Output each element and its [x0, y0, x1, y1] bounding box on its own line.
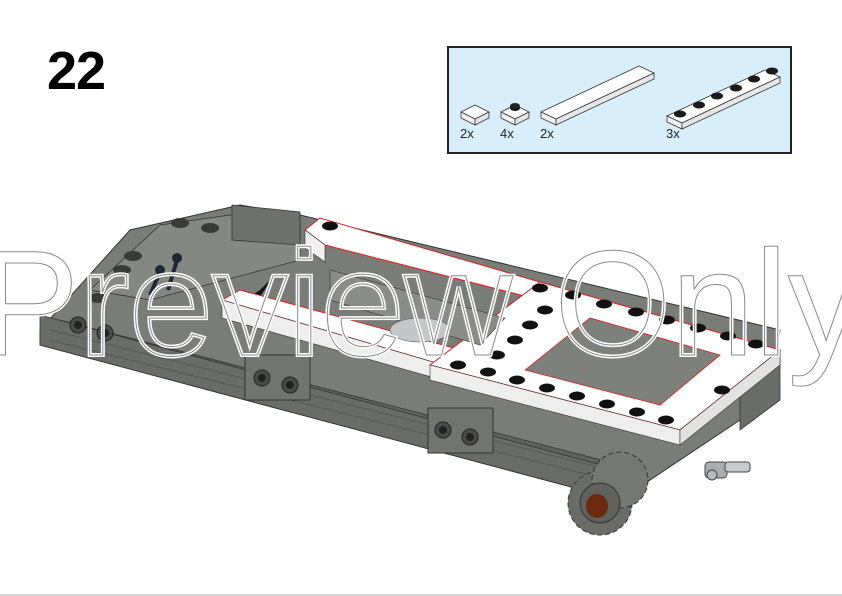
gear — [567, 451, 649, 536]
step-number: 22 — [47, 41, 106, 101]
black-levers — [148, 253, 272, 310]
part-qty-tile-1x1: 2x — [460, 126, 474, 141]
part-qty-plate-1x1: 4x — [500, 126, 514, 141]
plate-1x1-icon — [500, 103, 530, 126]
white-frame — [220, 217, 782, 446]
technic-holes — [69, 316, 494, 454]
white-studs — [322, 221, 764, 425]
parts-illustrations — [460, 65, 781, 130]
part-qty-plate-1x6: 3x — [666, 126, 680, 141]
bottom-rule — [0, 594, 842, 596]
tile-1x6-icon — [540, 65, 655, 126]
parts-callout: 2x 4x 2x 3x — [447, 46, 792, 154]
model-illustration — [39, 204, 782, 536]
part-qty-tile-1x6: 2x — [540, 126, 554, 141]
axle-connector — [704, 461, 751, 481]
tile-1x1-icon — [460, 104, 490, 126]
gray-studs — [89, 218, 219, 303]
plate-1x6-icon — [666, 67, 781, 130]
